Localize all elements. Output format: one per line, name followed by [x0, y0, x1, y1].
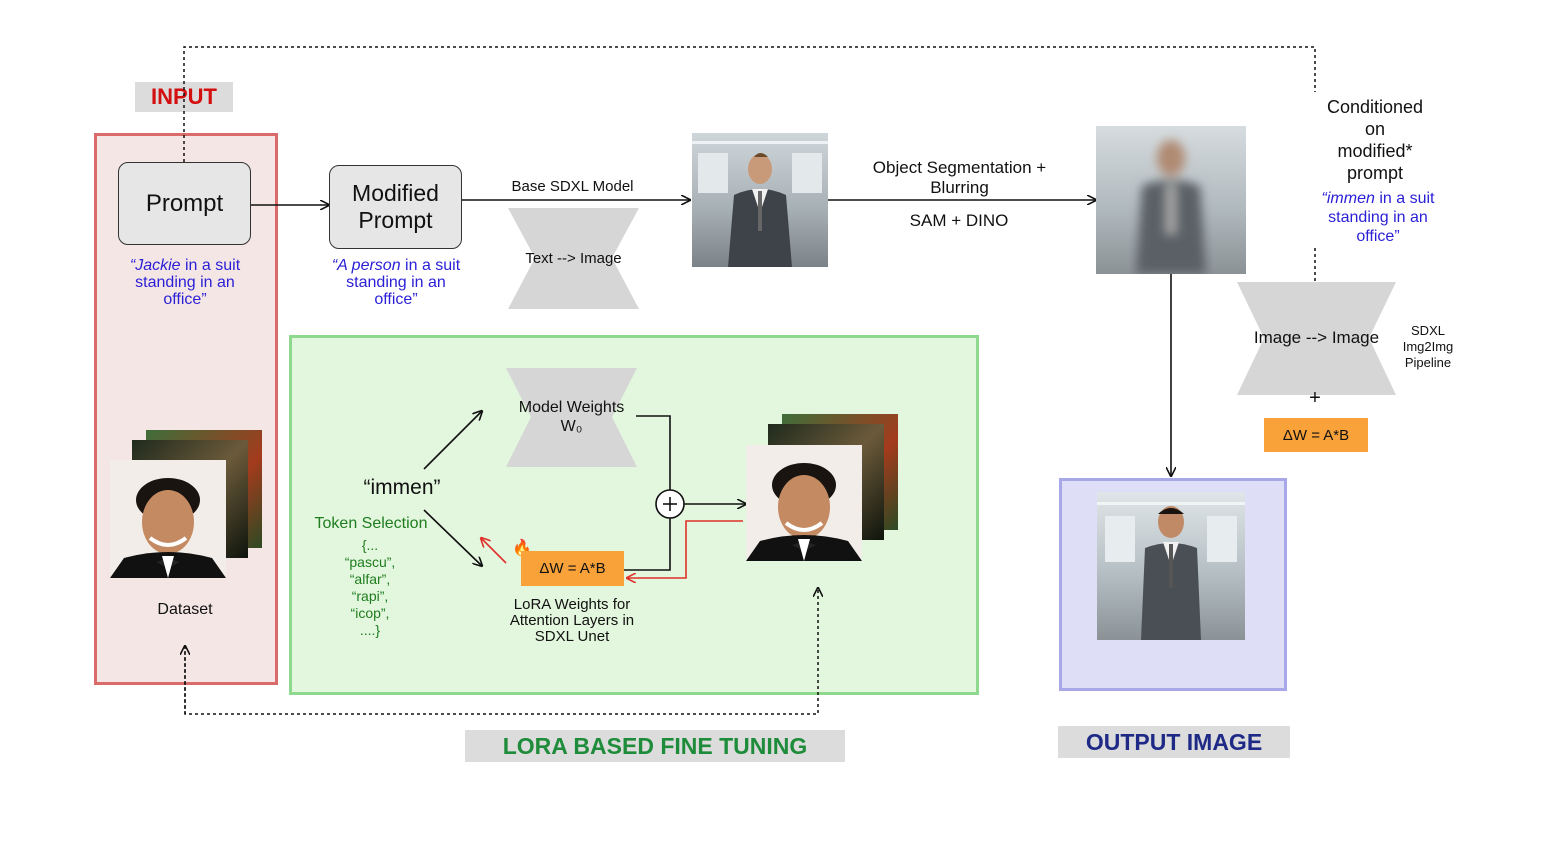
base-model-label: Base SDXL Model — [511, 178, 634, 195]
conditioning-quote: “immen in a suit standing in an office” — [1316, 189, 1440, 246]
generated-office-image — [692, 133, 828, 267]
model-weights-shape — [506, 368, 637, 467]
input-prompt-quote-italic: “Jackie — [129, 257, 181, 274]
token-list-item: {... — [361, 537, 379, 553]
modified-prompt-quote-italic: “A person — [331, 257, 401, 274]
conditioning-line3: modified* — [1337, 141, 1413, 161]
output-banner: OUTPUT IMAGE — [1058, 726, 1290, 758]
token-list-item: “pascu”, — [344, 554, 396, 570]
token-list: {... “pascu”, “alfar”, “rapi”, “icop”, .… — [330, 537, 410, 639]
model-weights-line2: W₀ — [560, 418, 583, 435]
model-weights-label: Model Weights W₀ — [506, 398, 637, 436]
modified-prompt-line1: Modified — [352, 180, 439, 206]
lora-weights-line2: Attention Layers in — [509, 612, 635, 629]
text-to-image-model-shape — [508, 208, 639, 309]
token-list-item: “rapi”, — [351, 588, 389, 604]
token-list-item: “alfar”, — [349, 571, 391, 587]
blurred-person-icon — [1136, 140, 1206, 274]
pipeline-line3: Pipeline — [1404, 355, 1452, 370]
segmentation-tools: SAM + DINO — [909, 211, 1009, 230]
blurred-office-image — [1096, 126, 1246, 274]
lora-weights-line3: SDXL Unet — [534, 628, 610, 645]
lora-image-front — [746, 445, 862, 561]
modified-prompt-quote: “A person in a suit standing in an offic… — [326, 257, 466, 308]
conditioning-line4: prompt — [1346, 163, 1404, 183]
conditioning-line1: Conditioned — [1326, 97, 1424, 117]
conditioning-quote-rest: in a suit standing in an office” — [1328, 190, 1435, 245]
token-word: “immen” — [363, 476, 441, 499]
lora-delta-weights: ΔW = A*B — [521, 551, 624, 586]
pipeline-line2: Img2Img — [1402, 339, 1454, 354]
output-image — [1097, 492, 1245, 640]
dataset-image-front — [110, 460, 226, 578]
token-selection-label: Token Selection — [314, 515, 428, 532]
segmentation-label: Object Segmentation + Blurring — [862, 158, 1057, 198]
segmentation-line2: Blurring — [930, 178, 989, 197]
img2img-delta-weights: ΔW = A*B — [1264, 418, 1368, 452]
prompt-box-label: Prompt — [145, 189, 224, 217]
pipeline-line1: SDXL — [1411, 323, 1445, 338]
face-portrait-icon — [110, 478, 226, 578]
token-list-item: ....} — [359, 622, 381, 638]
modified-prompt-line2: Prompt — [358, 207, 433, 233]
img2img-plus: + — [1309, 387, 1321, 409]
model-weights-line1: Model Weights — [518, 399, 625, 416]
lora-weights-label: LoRA Weights for Attention Layers in SDX… — [496, 597, 648, 645]
dataset-label: Dataset — [157, 601, 213, 618]
segmentation-line1: Object Segmentation + — [872, 158, 1047, 177]
man-in-suit-icon — [692, 141, 828, 267]
lora-face-portrait-icon — [746, 463, 862, 561]
input-prompt-quote: “Jackie in a suit standing in an office” — [118, 257, 252, 308]
dotted-conditioning-line — [183, 46, 1316, 162]
text-to-image-label: Text --> Image — [525, 250, 622, 267]
image-to-image-label: Image --> Image — [1253, 328, 1380, 347]
modified-prompt-quote-rest: in a suit standing in an office” — [346, 257, 461, 308]
token-list-item: “icop”, — [350, 605, 390, 621]
input-prompt-quote-rest: in a suit standing in an office” — [135, 257, 241, 308]
conditioning-label: Conditioned on modified* prompt — [1305, 96, 1445, 184]
img2img-pipeline-label: SDXL Img2Img Pipeline — [1397, 323, 1459, 371]
lora-banner: LORA BASED FINE TUNING — [465, 730, 845, 762]
conditioning-quote-italic: “immen — [1321, 190, 1375, 207]
image-to-image-model-shape — [1237, 282, 1396, 395]
lora-weights-line1: LoRA Weights for — [513, 596, 631, 613]
output-man-in-suit-icon — [1097, 502, 1245, 640]
conditioning-line2: on — [1364, 119, 1386, 139]
prompt-box: Prompt — [118, 162, 251, 245]
modified-prompt-box: Modified Prompt — [329, 165, 462, 249]
